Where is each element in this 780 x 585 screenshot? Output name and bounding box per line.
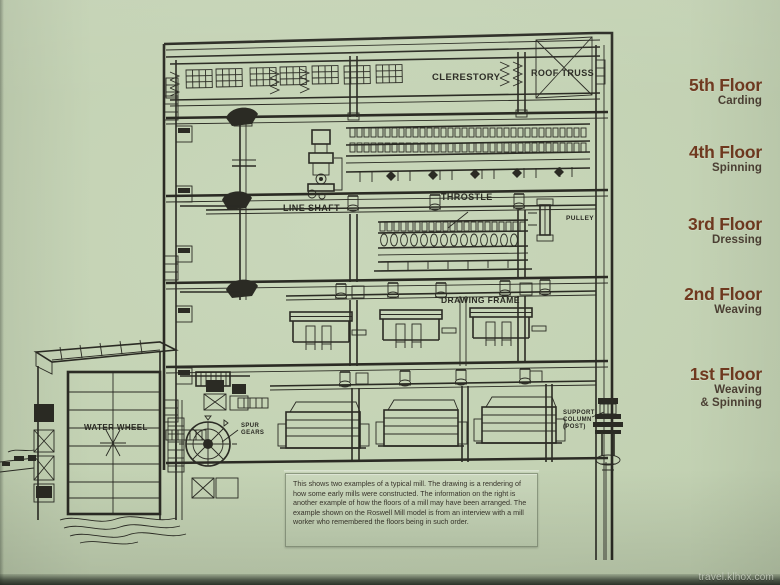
label-water-wheel: WATER WHEEL xyxy=(84,423,148,432)
label-clerestory: CLERESTORY xyxy=(432,72,501,83)
floor-subtitle-1st: Weaving xyxy=(714,384,762,396)
label-roof-truss: ROOF TRUSS xyxy=(531,68,594,78)
floor-legend-item-5th: 5th Floor Carding xyxy=(689,76,762,108)
floor-subtitle-3rd: Dressing xyxy=(711,234,762,246)
floor-title-3rd: 3rd Floor xyxy=(687,214,762,234)
floor-legend-item-4th: 4th Floor Spinning xyxy=(689,143,762,175)
floor-legend-item-1st: 1st Floor Weaving & Spinning xyxy=(690,365,762,410)
label-throstle: THROSTLE xyxy=(441,192,493,202)
label-support-column-line1: SUPPORT xyxy=(563,410,595,416)
photo-left-edge xyxy=(0,0,4,585)
floor-subtitle-5th: Carding xyxy=(717,95,762,107)
watermark: travel.klhox.com xyxy=(698,572,774,583)
floor-subtitle-1st-line2: & Spinning xyxy=(700,397,762,409)
caption-text: This shows two examples of a typical mil… xyxy=(293,479,527,527)
floor-legend-item-2nd: 2nd Floor Weaving xyxy=(684,285,762,317)
label-spur-gears-line2: GEARS xyxy=(241,430,264,436)
floor-subtitle-4th: Spinning xyxy=(712,162,762,174)
floor-title-1st: 1st Floor xyxy=(689,364,762,384)
floor-subtitle-2nd: Weaving xyxy=(714,304,762,316)
label-pulley: PULLEY xyxy=(566,215,594,222)
label-drawing-frame: DRAWING FRAME xyxy=(441,295,520,305)
floor-title-5th: 5th Floor xyxy=(688,75,762,95)
caption-plate: This shows two examples of a typical mil… xyxy=(284,470,539,547)
label-line-shaft: LINE SHAFT xyxy=(283,203,340,213)
photo-bottom-edge xyxy=(0,574,780,585)
floor-legend-item-3rd: 3rd Floor Dressing xyxy=(688,215,762,247)
label-support-column-line2: COLUMN xyxy=(563,417,592,423)
floor-title-2nd: 2nd Floor xyxy=(684,284,762,304)
label-spur-gears-line1: SPUR xyxy=(241,423,260,429)
label-support-column-line3: (POST) xyxy=(563,424,586,430)
floor-title-4th: 4th Floor xyxy=(688,142,762,162)
